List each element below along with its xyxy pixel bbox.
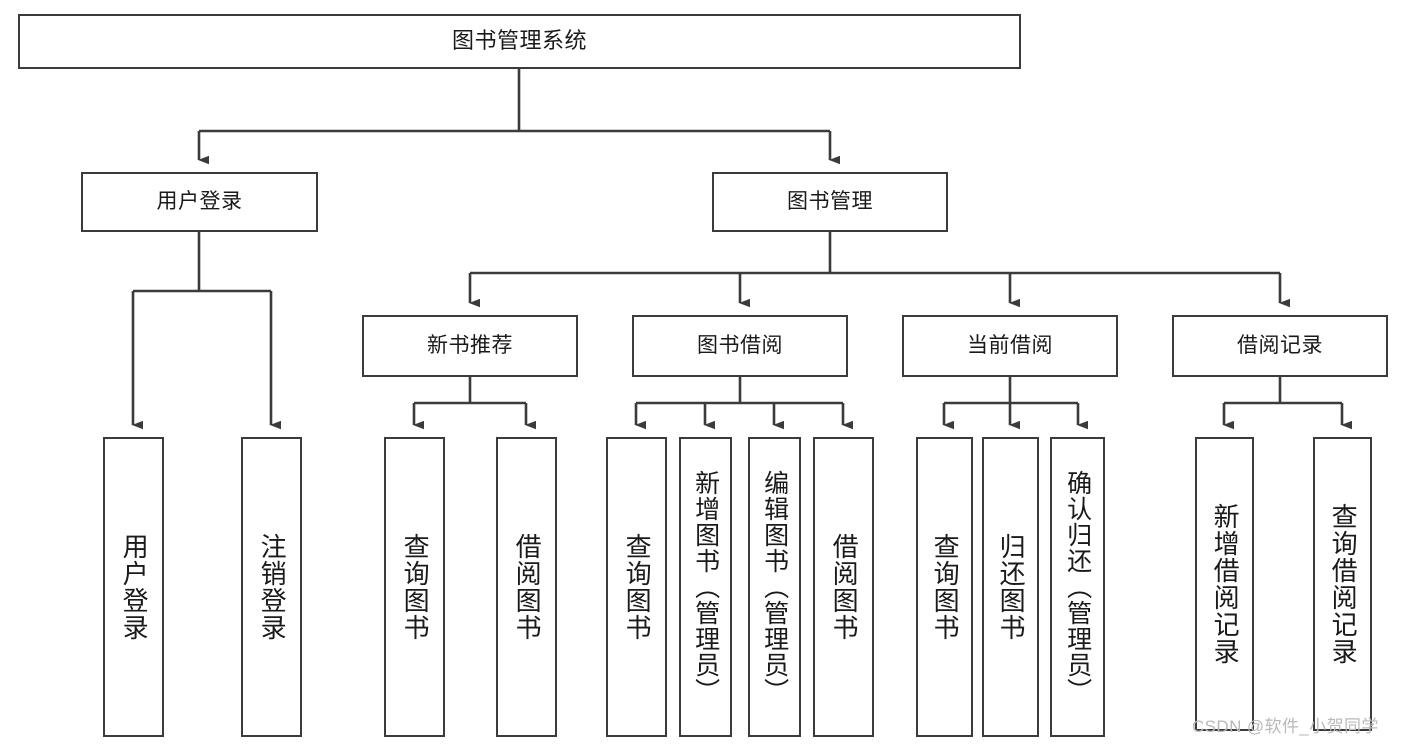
node-label: 新增图书（管理员） bbox=[691, 470, 720, 704]
node-leaf-add-book-admin[interactable]: 新增图书（管理员） bbox=[679, 437, 732, 737]
node-label: 图书管理系统 bbox=[451, 28, 587, 54]
node-label: 图书借阅 bbox=[697, 334, 783, 358]
node-label: 用户登录 bbox=[119, 533, 150, 641]
node-label: 注销登录 bbox=[257, 533, 288, 641]
node-label: 新书推荐 bbox=[427, 334, 513, 358]
node-label: 图书管理 bbox=[787, 190, 873, 214]
node-new-book-recommend[interactable]: 新书推荐 bbox=[362, 315, 578, 377]
node-book-management[interactable]: 图书管理 bbox=[712, 172, 948, 232]
node-label: 当前借阅 bbox=[967, 334, 1053, 358]
node-leaf-query-borrow-record[interactable]: 查询借阅记录 bbox=[1313, 437, 1372, 731]
node-leaf-return-book[interactable]: 归还图书 bbox=[982, 437, 1039, 737]
node-label: 归还图书 bbox=[996, 533, 1027, 641]
node-leaf-edit-book-admin[interactable]: 编辑图书（管理员） bbox=[748, 437, 801, 737]
node-leaf-query-book-borrow[interactable]: 查询图书 bbox=[606, 437, 667, 737]
node-label: 借阅记录 bbox=[1237, 334, 1323, 358]
node-leaf-confirm-return-admin[interactable]: 确认归还（管理员） bbox=[1050, 437, 1105, 737]
node-label: 编辑图书（管理员） bbox=[760, 470, 789, 704]
node-label: 新增借阅记录 bbox=[1210, 503, 1241, 665]
node-leaf-query-book-current[interactable]: 查询图书 bbox=[916, 437, 973, 737]
node-user-login[interactable]: 用户登录 bbox=[81, 172, 318, 232]
node-label: 查询借阅记录 bbox=[1328, 503, 1359, 665]
node-current-borrow[interactable]: 当前借阅 bbox=[902, 315, 1118, 377]
node-label: 查询图书 bbox=[400, 533, 431, 641]
node-label: 借阅图书 bbox=[512, 533, 543, 641]
node-book-borrow[interactable]: 图书借阅 bbox=[632, 315, 848, 377]
node-leaf-add-borrow-record[interactable]: 新增借阅记录 bbox=[1195, 437, 1254, 731]
node-label: 查询图书 bbox=[930, 533, 961, 641]
node-borrow-record[interactable]: 借阅记录 bbox=[1172, 315, 1388, 377]
node-leaf-logout[interactable]: 注销登录 bbox=[241, 437, 302, 737]
node-root-book-management-system[interactable]: 图书管理系统 bbox=[18, 14, 1021, 69]
node-label: 用户登录 bbox=[156, 190, 243, 214]
node-label: 确认归还（管理员） bbox=[1063, 470, 1092, 704]
node-leaf-borrow-book[interactable]: 借阅图书 bbox=[813, 437, 874, 737]
node-label: 借阅图书 bbox=[829, 533, 860, 641]
watermark: CSDN @软件_小贺同学 bbox=[1192, 717, 1379, 736]
node-leaf-borrow-book-recommend[interactable]: 借阅图书 bbox=[496, 437, 557, 737]
node-label: 查询图书 bbox=[622, 533, 653, 641]
node-leaf-user-login[interactable]: 用户登录 bbox=[103, 437, 164, 737]
node-leaf-query-book-recommend[interactable]: 查询图书 bbox=[384, 437, 445, 737]
